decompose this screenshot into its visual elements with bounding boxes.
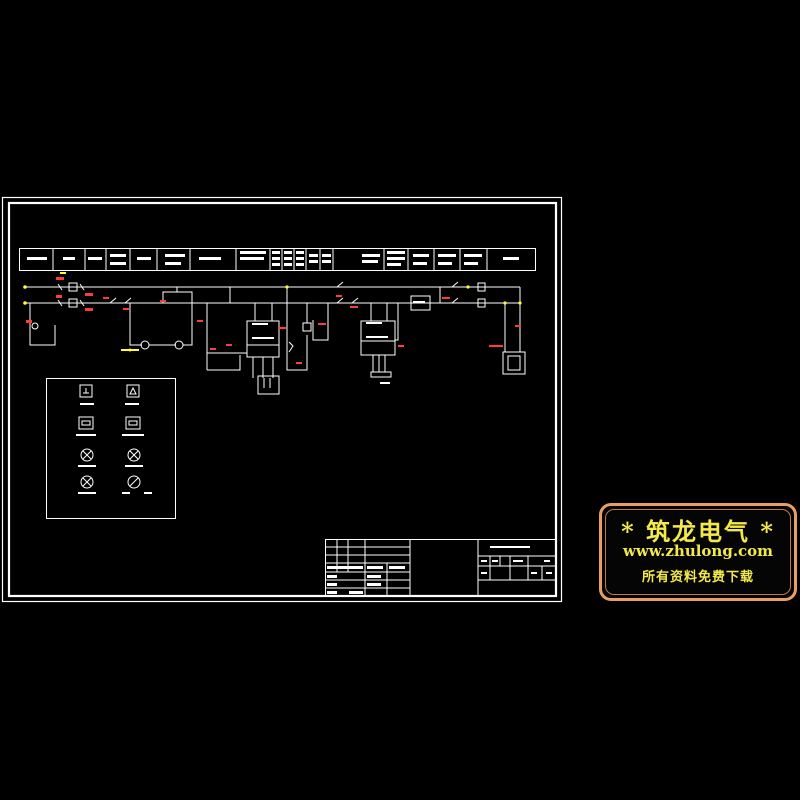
ground-terminal-icon — [79, 384, 93, 398]
fuse-symbol-icon — [126, 384, 140, 398]
component-labels — [26, 277, 521, 364]
legend-label-scribbles — [76, 403, 152, 494]
indicator-lamp-icon — [127, 448, 141, 462]
stamp-title: * 筑龙电气 * — [621, 517, 775, 546]
stamp-url: www.zhulong.com — [622, 542, 774, 560]
indicator-lamp-icon — [80, 475, 94, 489]
title-block — [325, 539, 556, 597]
selector-switch-icon — [127, 475, 141, 489]
legend-panel — [46, 378, 176, 519]
push-button-icon — [125, 416, 141, 430]
drawing-border — [1, 196, 563, 603]
stamp-inner-border — [605, 509, 791, 595]
white-small-labels — [252, 301, 425, 384]
title-block-scribbles — [327, 546, 552, 594]
indicator-lamp-icon — [80, 448, 94, 462]
circuit-wiring — [25, 281, 526, 395]
stamp-subtitle: 所有资料免费下载 — [641, 570, 754, 585]
watermark-stamp: * 筑龙电气 * www.zhulong.com 所有资料免费下载 — [599, 503, 797, 601]
header-strip — [19, 248, 536, 271]
terminal-markers — [23, 285, 522, 352]
header-scribble-text — [27, 251, 519, 266]
push-button-icon — [78, 416, 94, 430]
yellow-note-labels — [60, 272, 139, 351]
